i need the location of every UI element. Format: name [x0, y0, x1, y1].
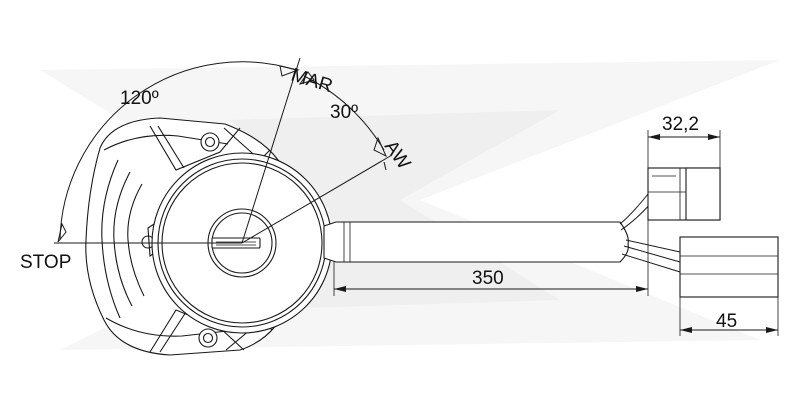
- label-stop: STOP: [20, 252, 71, 273]
- dimension-label-45: 45: [716, 311, 737, 332]
- dimension-connector-small: [647, 130, 721, 168]
- dimension-label-32-2: 32,2: [662, 114, 699, 135]
- dimension-label-350: 350: [472, 268, 504, 289]
- cable: [323, 221, 629, 263]
- dimension-cable-length: [333, 220, 649, 296]
- label-angle-30: 30º: [330, 102, 358, 123]
- connector-small: [647, 167, 721, 221]
- angle-arcs: [57, 61, 388, 243]
- position-lines: [54, 57, 393, 244]
- dimension-connector-large: [679, 297, 779, 336]
- label-angle-120: 120º: [120, 88, 159, 109]
- connector-large: [679, 236, 779, 298]
